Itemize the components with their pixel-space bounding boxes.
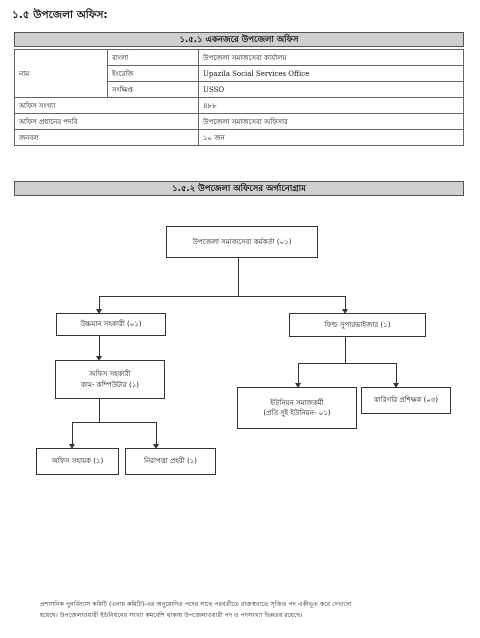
connector-line bbox=[156, 422, 157, 446]
footnote-line2: হয়েছে। উপজেলাওয়ারী ইউনিয়নের সংখ্যা কম… bbox=[40, 611, 303, 619]
connector-line bbox=[99, 399, 100, 422]
connector-line bbox=[99, 296, 345, 297]
section-heading: ১.৫ উপজেলা অফিস: bbox=[12, 9, 108, 21]
connector-line bbox=[72, 422, 156, 423]
office-assistant-line2: কাম- কম্পিউটার (১) bbox=[81, 380, 139, 389]
head-title-label: অফিস প্রধানের পদবি bbox=[14, 113, 199, 130]
connector-line bbox=[298, 363, 299, 386]
office-count-value: ৪৮৮ bbox=[198, 97, 464, 114]
connector-line bbox=[72, 422, 73, 446]
arrow-down-icon bbox=[295, 383, 301, 388]
org-box-field-supervisor: ফিল্ড সুপারভাইজার (১) bbox=[289, 313, 426, 337]
arrow-down-icon bbox=[153, 444, 159, 449]
org-box-security-guard: নিরাপত্তা প্রহরী (১) bbox=[125, 448, 216, 475]
arrow-down-icon bbox=[96, 309, 102, 314]
bangla-value: উপজেলা সমাজসেবা কার্যালয় bbox=[198, 49, 464, 66]
union-worker-line1: ইউনিয়ন সমাজকর্মী bbox=[270, 398, 324, 407]
arrow-down-icon bbox=[96, 356, 102, 361]
english-label: ইংরেজি bbox=[107, 65, 199, 82]
connector-line bbox=[298, 363, 396, 364]
org-box-office-helper: অফিস সহায়ক (১) bbox=[36, 448, 119, 475]
short-label: সংক্ষিপ্ত bbox=[107, 81, 199, 98]
manpower-value: ১০ জন bbox=[198, 129, 464, 146]
arrow-down-icon bbox=[69, 444, 75, 449]
connector-line bbox=[238, 258, 239, 296]
short-value: USSO bbox=[198, 81, 464, 98]
arrow-down-icon bbox=[342, 309, 348, 314]
english-value: Upazila Social Services Office bbox=[198, 65, 464, 82]
office-assistant-line1: অফিস সহকারী bbox=[89, 370, 131, 378]
connector-line bbox=[99, 296, 100, 312]
office-count-label: অফিস সংখ্যা bbox=[14, 97, 199, 114]
table-section-title: ১.৫.১ একনজরে উপজেলা অফিস bbox=[14, 32, 464, 47]
footnote-line1: প্রশাসনিক পুনর্বিন্যাস কমিটি (এনাম কমিটি… bbox=[40, 601, 352, 608]
organogram-section-title: ১.৫.২ উপজেলা অফিসের অর্গানোগ্রাম bbox=[14, 181, 464, 196]
org-box-union-social-worker: ইউনিয়ন সমাজকর্মী (প্রতি দুই ইউনিয়ন- ০১… bbox=[237, 387, 357, 429]
head-title-value: উপজেলা সমাজসেবা অফিসার bbox=[198, 113, 464, 130]
manpower-label: জনবল bbox=[14, 129, 199, 146]
bangla-label: বাংলা bbox=[107, 49, 199, 66]
connector-line bbox=[99, 336, 100, 359]
footnote: প্রশাসনিক পুনর্বিন্যাস কমিটি (এনাম কমিটি… bbox=[40, 600, 460, 621]
connector-line bbox=[396, 363, 397, 386]
office-info-table: নাম বাংলা উপজেলা সমাজসেবা কার্যালয় ইংরে… bbox=[14, 49, 464, 146]
connector-line bbox=[345, 337, 346, 363]
org-box-upazila-officer: উপজেলা সমাজসেবা কর্মকর্তা (০১) bbox=[166, 226, 318, 258]
arrow-down-icon bbox=[393, 383, 399, 388]
name-label: নাম bbox=[14, 49, 108, 98]
org-box-technical-instructor: কারিগরি প্রশিক্ষক (০৩) bbox=[361, 387, 451, 414]
union-worker-line2: (প্রতি দুই ইউনিয়ন- ০১) bbox=[263, 409, 331, 417]
connector-line bbox=[345, 296, 346, 312]
org-box-office-assistant: অফিস সহকারী কাম- কম্পিউটার (১) bbox=[55, 360, 165, 399]
org-box-senior-assistant: উচ্চমান সহকারী (০১) bbox=[56, 313, 166, 336]
